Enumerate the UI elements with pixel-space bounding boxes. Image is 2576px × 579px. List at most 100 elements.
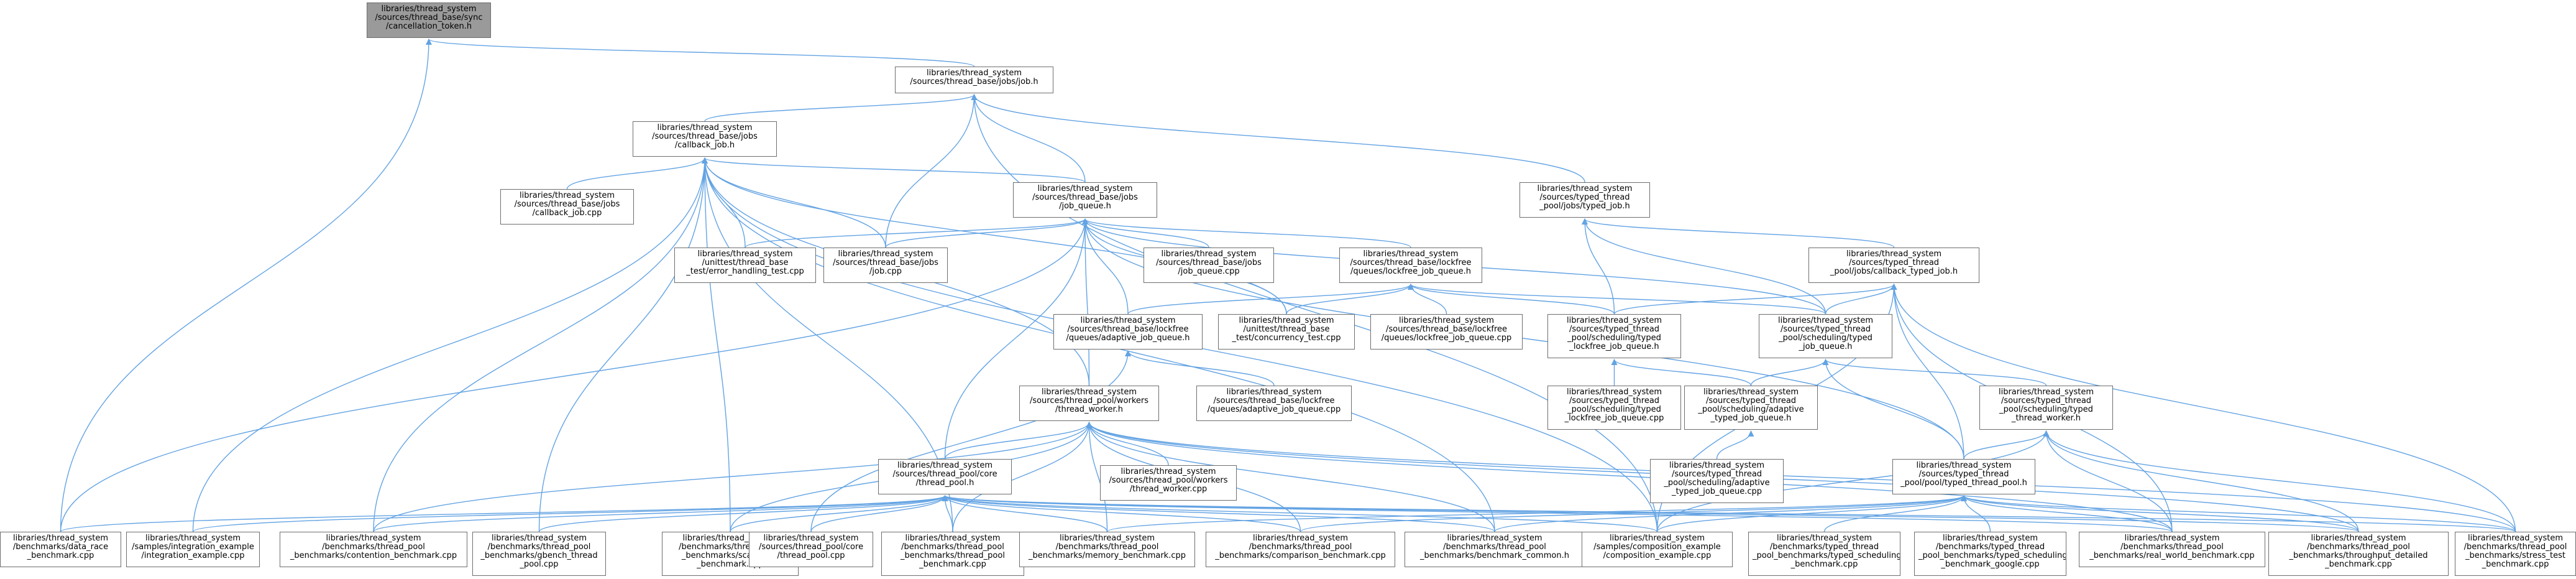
node-adaptive-typed-job-queue-cpp[interactable]: libraries/thread_system/sources/typed_th…	[1650, 459, 1784, 503]
edge-data_race_benchmark-to-cancellation_token_h	[60, 39, 432, 532]
node-label-line: libraries/thread_system	[491, 534, 587, 543]
edge-integration_example-to-callback_job_h	[192, 157, 708, 532]
node-composition-example[interactable]: libraries/thread_system/samples/composit…	[1582, 532, 1733, 567]
edge-stress_test_benchmark-to-typed_thread_pool_h	[1961, 495, 2516, 532]
node-lockfree-job-queue-cpp[interactable]: libraries/thread_system/sources/thread_b…	[1370, 314, 1523, 350]
node-label-line: libraries/thread_system	[697, 249, 793, 259]
edge-integration_example-to-thread_pool_h	[192, 495, 948, 532]
edge-benchmark_common_h-to-typed_thread_pool_h	[1494, 495, 1967, 532]
node-data-race-benchmark[interactable]: libraries/thread_system/benchmarks/data_…	[0, 532, 121, 567]
node-label-line: /benchmarks/thread_pool	[2464, 542, 2567, 552]
edge-adaptive_typed_job_queue_h-to-typed_job_queue_h	[1750, 359, 1829, 386]
edge-typed_thread_pool_h-to-typed_job_queue_h	[1822, 359, 1964, 460]
node-thread-pool-benchmark[interactable]: libraries/thread_system/benchmarks/threa…	[881, 532, 1024, 576]
node-label-line: libraries/thread_system	[926, 68, 1022, 78]
node-adaptive-typed-job-queue-h[interactable]: libraries/thread_system/sources/typed_th…	[1684, 386, 1818, 430]
node-typed-job-h[interactable]: libraries/thread_system/sources/typed_th…	[1519, 182, 1650, 218]
node-job-queue-cpp[interactable]: libraries/thread_system/sources/thread_b…	[1144, 248, 1274, 283]
node-label-line: _pool/jobs/typed_job.h	[1539, 201, 1630, 211]
node-label-line: _benchmarks/real_world_benchmark.cpp	[2089, 551, 2255, 560]
edge-lockfree_job_queue_h-to-job_queue_h	[1082, 218, 1411, 248]
node-callback-job-cpp[interactable]: libraries/thread_system/sources/thread_b…	[500, 189, 634, 225]
node-error-handling-test[interactable]: libraries/thread_system/unittest/thread_…	[674, 248, 816, 283]
edge-adaptive_typed_job_queue_h-to-typed_lockfree_job_queue_h	[1611, 359, 1752, 386]
node-adaptive-job-queue-h[interactable]: libraries/thread_system/sources/thread_b…	[1053, 314, 1203, 350]
node-label-line: libraries/thread_system	[1059, 534, 1155, 543]
node-label-line: _pool/scheduling/typed	[1567, 405, 1661, 414]
node-label-line: libraries/thread_system	[2467, 534, 2563, 543]
node-typed-lockfree-job-queue-h[interactable]: libraries/thread_system/sources/typed_th…	[1547, 314, 1681, 358]
node-label-line: _job_queue.h	[1799, 342, 1853, 351]
node-contention-benchmark[interactable]: libraries/thread_system/benchmarks/threa…	[280, 532, 467, 567]
node-comparison-benchmark[interactable]: libraries/thread_system/benchmarks/threa…	[1206, 532, 1395, 567]
node-thread-worker-h[interactable]: libraries/thread_system/sources/thread_p…	[1019, 386, 1159, 421]
node-label-line: libraries/thread_system	[897, 461, 992, 470]
edge-adaptive_job_queue_h-to-job_queue_h	[1082, 218, 1129, 315]
node-label-line: _pool/scheduling/typed	[1779, 333, 1872, 343]
node-label-line: libraries/thread_system	[326, 534, 421, 543]
node-label-line: /thread_pool.h	[915, 478, 974, 488]
node-stress-test-benchmark[interactable]: libraries/thread_system/benchmarks/threa…	[2455, 532, 2576, 576]
node-real-world-benchmark[interactable]: libraries/thread_system/benchmarks/threa…	[2079, 532, 2265, 567]
edge-comparison_benchmark-to-typed_thread_pool_h	[1299, 495, 1967, 532]
node-integration-example[interactable]: libraries/thread_system/samples/integrat…	[126, 532, 260, 567]
edge-real_world_benchmark-to-thread_pool_h	[942, 495, 2173, 532]
node-label-line: /sources/thread_base/sync	[375, 13, 483, 22]
node-benchmark-common-h[interactable]: libraries/thread_system/benchmarks/threa…	[1405, 532, 1585, 567]
edge-callback_job_h-to-job_h	[704, 94, 978, 122]
node-label-line: _pool/scheduling/adaptive	[1698, 405, 1804, 414]
node-callback-typed-job-h[interactable]: libraries/thread_system/sources/typed_th…	[1808, 248, 1979, 283]
node-adaptive-job-queue-cpp[interactable]: libraries/thread_system/sources/thread_b…	[1196, 386, 1352, 421]
node-label-line: /unittest/thread_base	[1243, 325, 1330, 334]
node-label-line: /queues/adaptive_job_queue.h	[1066, 333, 1190, 343]
node-label-line: /cancellation_token.h	[385, 22, 472, 31]
node-typed-scheduling-benchmark-google[interactable]: libraries/thread_system/benchmarks/typed…	[1914, 532, 2066, 576]
node-label-line: /sources/thread_base/jobs	[833, 258, 938, 267]
node-label-line: libraries/thread_system	[2124, 534, 2220, 543]
node-typed-scheduling-benchmark[interactable]: libraries/thread_system/benchmarks/typed…	[1748, 532, 1900, 576]
node-label-line: libraries/thread_system	[1703, 387, 1799, 397]
edge-composition_example-to-thread_pool_h	[942, 495, 1658, 532]
node-label-line: libraries/thread_system	[519, 191, 615, 200]
node-gbench-thread-pool[interactable]: libraries/thread_system/benchmarks/threa…	[472, 532, 606, 576]
edge-job_queue_h-to-callback_job_h	[702, 157, 1086, 183]
node-memory-benchmark[interactable]: libraries/thread_system/benchmarks/threa…	[1019, 532, 1195, 567]
edge-comparison_benchmark-to-thread_pool_h	[942, 495, 1301, 532]
node-job-queue-h[interactable]: libraries/thread_system/sources/thread_b…	[1013, 182, 1157, 218]
node-label-line: _benchmarks/stress_test	[2465, 551, 2565, 560]
node-label-line: _benchmarks/throughput_detailed	[2289, 551, 2428, 560]
node-concurrency-test[interactable]: libraries/thread_system/unittest/thread_…	[1218, 314, 1355, 350]
node-job-h[interactable]: libraries/thread_system/sources/thread_b…	[895, 67, 1053, 93]
node-throughput-detailed-benchmark[interactable]: libraries/thread_system/benchmarks/threa…	[2268, 532, 2449, 576]
node-label-line: /integration_example.cpp	[141, 551, 245, 560]
node-label-line: _typed_job_queue.h	[1710, 414, 1792, 423]
node-typed-thread-pool-h[interactable]: libraries/thread_system/sources/typed_th…	[1892, 459, 2035, 494]
node-thread-worker-cpp[interactable]: libraries/thread_system/sources/thread_p…	[1100, 465, 1237, 501]
node-thread-pool-h[interactable]: libraries/thread_system/sources/thread_p…	[878, 459, 1012, 494]
node-label-line: libraries/thread_system	[1846, 249, 1941, 259]
edge-thread_pool_benchmark-to-thread_worker_h	[952, 422, 1093, 532]
edge-contention_benchmark-to-callback_job_h	[373, 157, 708, 532]
node-label-line: /job.cpp	[869, 267, 902, 276]
node-thread-pool-cpp[interactable]: libraries/thread_system/sources/thread_p…	[749, 532, 873, 567]
node-label-line: /sources/typed_thread	[1569, 396, 1660, 405]
node-typed-thread-worker-h[interactable]: libraries/thread_system/sources/typed_th…	[1979, 386, 2113, 430]
node-label-line: libraries/thread_system	[1916, 461, 2012, 470]
edge-adaptive_job_queue_h-to-lockfree_job_queue_h	[1127, 284, 1414, 315]
node-typed-lockfree-job-queue-cpp[interactable]: libraries/thread_system/sources/typed_th…	[1547, 386, 1681, 430]
node-label-line: libraries/thread_system	[1776, 534, 1872, 543]
edge-contention_benchmark-to-thread_worker_h	[373, 422, 1093, 532]
node-label-line: libraries/thread_system	[1942, 534, 2038, 543]
node-label-line: /sources/typed_thread	[1848, 258, 1940, 267]
node-callback-job-h[interactable]: libraries/thread_system/sources/thread_b…	[633, 121, 777, 157]
node-label-line: _benchmark.cpp	[919, 560, 986, 569]
node-label-line: /thread_pool.cpp	[777, 551, 845, 560]
node-typed-job-queue-h[interactable]: libraries/thread_system/sources/typed_th…	[1759, 314, 1892, 358]
node-label-line: libraries/thread_system	[145, 534, 241, 543]
node-label-line: _benchmarks/comparison_benchmark.cpp	[1215, 551, 1386, 560]
node-job-cpp[interactable]: libraries/thread_system/sources/thread_b…	[823, 248, 948, 283]
node-label-line: _pool/scheduling/typed	[1999, 405, 2093, 414]
edge-data_race_benchmark-to-job_queue_h	[60, 218, 1088, 532]
node-cancellation-token-h[interactable]: libraries/thread_system/sources/thread_b…	[367, 2, 491, 38]
node-lockfree-job-queue-h[interactable]: libraries/thread_system/sources/thread_b…	[1339, 248, 1482, 283]
